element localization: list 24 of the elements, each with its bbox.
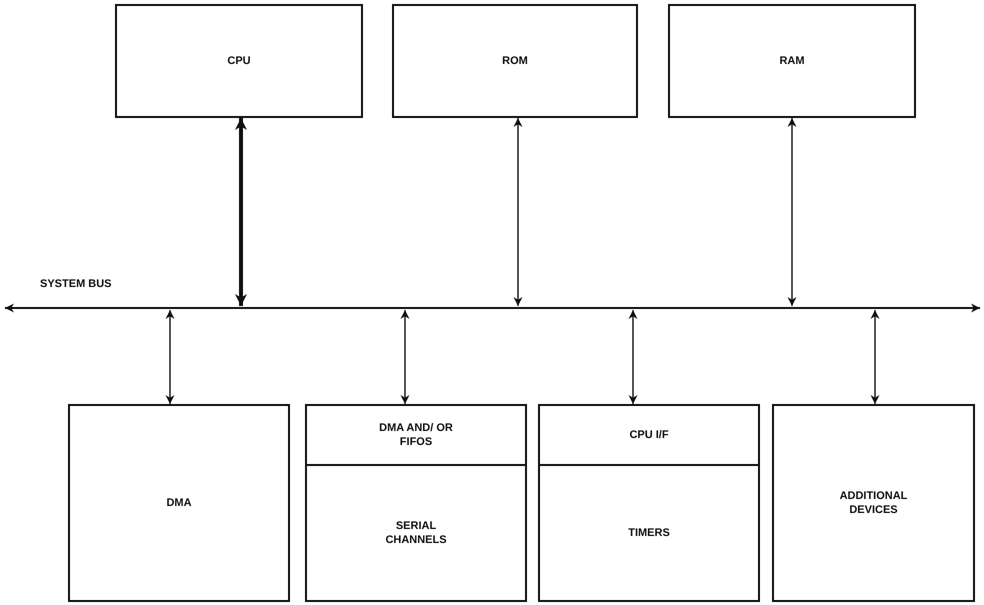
- block-label: CPU: [227, 54, 251, 68]
- block-label: SERIAL CHANNELS: [384, 518, 448, 548]
- block-box: [392, 4, 638, 118]
- bus-connector-arrow: [628, 310, 638, 404]
- bus-connector-arrow: [166, 310, 174, 404]
- block-label: RAM: [779, 54, 805, 68]
- block-label: DMA: [166, 496, 192, 510]
- block-label: ROM: [502, 54, 528, 68]
- block-label: DMA AND/ OR FIFOS: [378, 420, 454, 450]
- block-label: ADDITIONAL DEVICES: [838, 488, 908, 518]
- bus-connector-arrow: [870, 310, 880, 404]
- bus-connector-arrow: [400, 310, 410, 404]
- block-label: TIMERS: [628, 526, 670, 540]
- bus-connector-arrow: [514, 118, 522, 306]
- bus-connector-arrow: [235, 118, 247, 306]
- block-box: [115, 4, 363, 118]
- bus-connector-arrow: [788, 118, 796, 306]
- block-box: [305, 404, 527, 602]
- block-box: [668, 4, 916, 118]
- block-box: [772, 404, 975, 602]
- bus-label: SYSTEM BUS: [40, 278, 112, 290]
- block-box: [68, 404, 290, 602]
- block-box: [538, 404, 760, 602]
- block-label: CPU I/F: [629, 428, 669, 442]
